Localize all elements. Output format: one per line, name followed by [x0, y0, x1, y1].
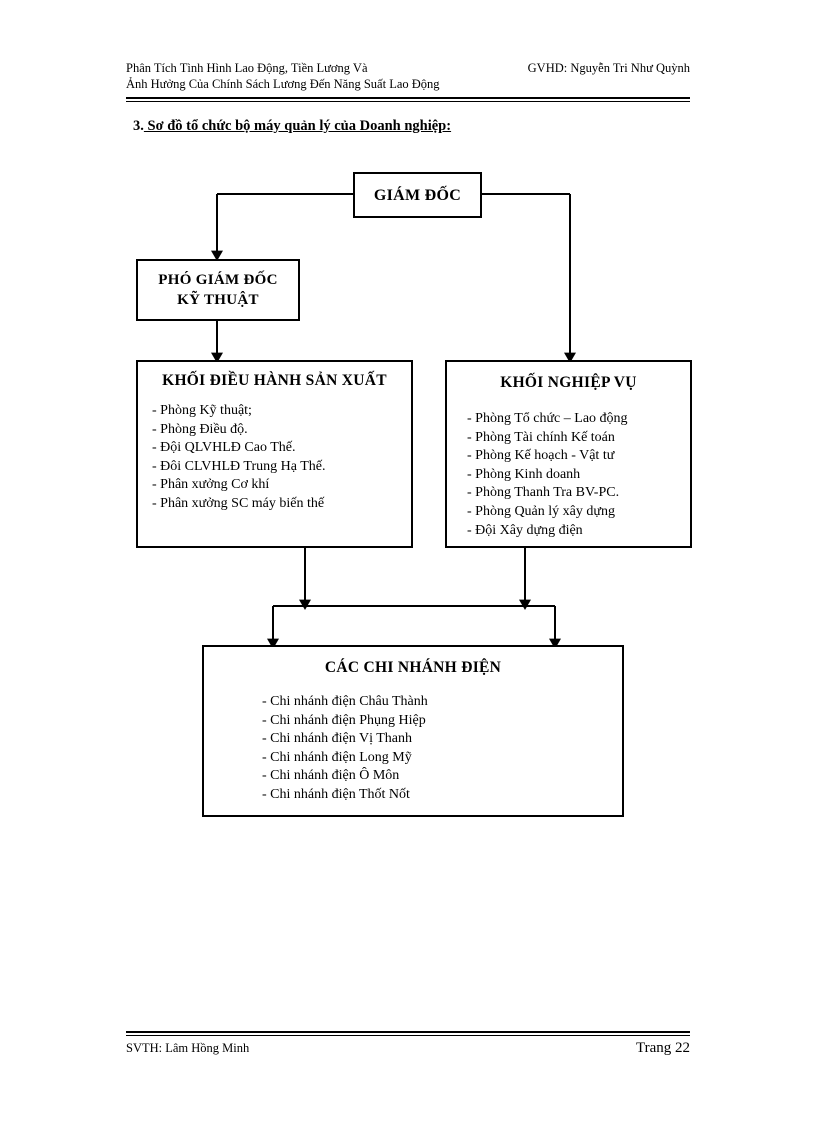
header-thesis-title: Phân Tích Tình Hình Lao Động, Tiền Lương… [126, 61, 440, 91]
page-footer: SVTH: Lâm Hồng Minh Trang 22 [126, 1040, 690, 1057]
org-node-operations-block[interactable]: KHỐI NGHIỆP VỤ - Phòng Tổ chức – Lao độn… [445, 360, 692, 548]
list-item: - Phòng Kế hoạch - Vật tư [467, 448, 615, 464]
org-node-operations-block-title: KHỐI NGHIỆP VỤ [500, 374, 637, 391]
list-item: - Phòng Tài chính Kế toán [467, 429, 615, 445]
list-item: - Chi nhánh điện Vị Thanh [262, 731, 412, 747]
list-item: - Chi nhánh điện Phụng Hiệp [262, 712, 426, 728]
list-item: - Đôi CLVHLĐ Trung Hạ Thế. [152, 458, 326, 474]
list-item: - Chi nhánh điện Châu Thành [262, 694, 428, 709]
list-item: - Đội Xây dựng điện [467, 522, 583, 538]
list-item: - Chi nhánh điện Thốt Nốt [262, 786, 410, 802]
list-item: - Chi nhánh điện Long Mỹ [262, 749, 412, 765]
section-number: 3. [133, 118, 144, 134]
page-header: Phân Tích Tình Hình Lao Động, Tiền Lương… [126, 60, 690, 92]
section-heading: 3. Sơ đồ tổ chức bộ máy quản lý của Doan… [133, 118, 451, 135]
header-advisor: GVHD: Nguyễn Tri Như Quỳnh [527, 61, 690, 75]
list-item: - Phòng Kinh doanh [467, 466, 581, 482]
org-node-production-block-title: KHỐI ĐIỀU HÀNH SẢN XUẤT [162, 372, 387, 389]
org-node-deputy-technical[interactable]: PHÓ GIÁM ĐỐC KỸ THUẬT [136, 259, 300, 321]
list-item: - Phòng Điều độ. [152, 421, 248, 437]
org-node-production-block-list: - Phòng Kỹ thuật; - Phòng Điều độ. - Đội… [138, 402, 411, 514]
list-item: - Phân xưởng SC máy biến thế [152, 495, 325, 511]
list-item: - Phân xưởng Cơ khí [152, 477, 270, 493]
list-item: - Đội QLVHLĐ Cao Thế. [152, 440, 296, 456]
list-item: - Phòng Tổ chức – Lao động [467, 411, 628, 426]
org-node-branches-block[interactable]: CÁC CHI NHÁNH ĐIỆN - Chi nhánh điện Châu… [202, 645, 624, 817]
org-node-production-block[interactable]: KHỐI ĐIỀU HÀNH SẢN XUẤT - Phòng Kỹ thuật… [136, 360, 413, 548]
list-item: - Phòng Kỹ thuật; [152, 403, 252, 418]
org-node-branches-block-list: - Chi nhánh điện Châu Thành - Chi nhánh … [204, 693, 622, 805]
list-item: - Phòng Thanh Tra BV-PC. [467, 485, 620, 501]
header-divider [126, 97, 690, 102]
org-node-branches-block-title: CÁC CHI NHÁNH ĐIỆN [324, 659, 502, 676]
list-item: - Phòng Quản lý xây dựng [467, 503, 615, 519]
footer-student-name: SVTH: Lâm Hồng Minh [126, 1041, 250, 1055]
org-node-director[interactable]: GIÁM ĐỐC [353, 172, 482, 218]
org-node-operations-block-list: - Phòng Tổ chức – Lao động - Phòng Tài c… [447, 410, 690, 540]
org-node-director-title: GIÁM ĐỐC [373, 186, 462, 204]
section-heading-text: Sơ đồ tổ chức bộ máy quản lý của Doanh n… [143, 118, 452, 134]
list-item: - Chi nhánh điện Ô Môn [262, 768, 400, 784]
footer-divider [126, 1031, 690, 1036]
org-node-deputy-technical-title: PHÓ GIÁM ĐỐC KỸ THUẬT [158, 272, 278, 308]
page-number: Trang 22 [635, 1040, 690, 1056]
